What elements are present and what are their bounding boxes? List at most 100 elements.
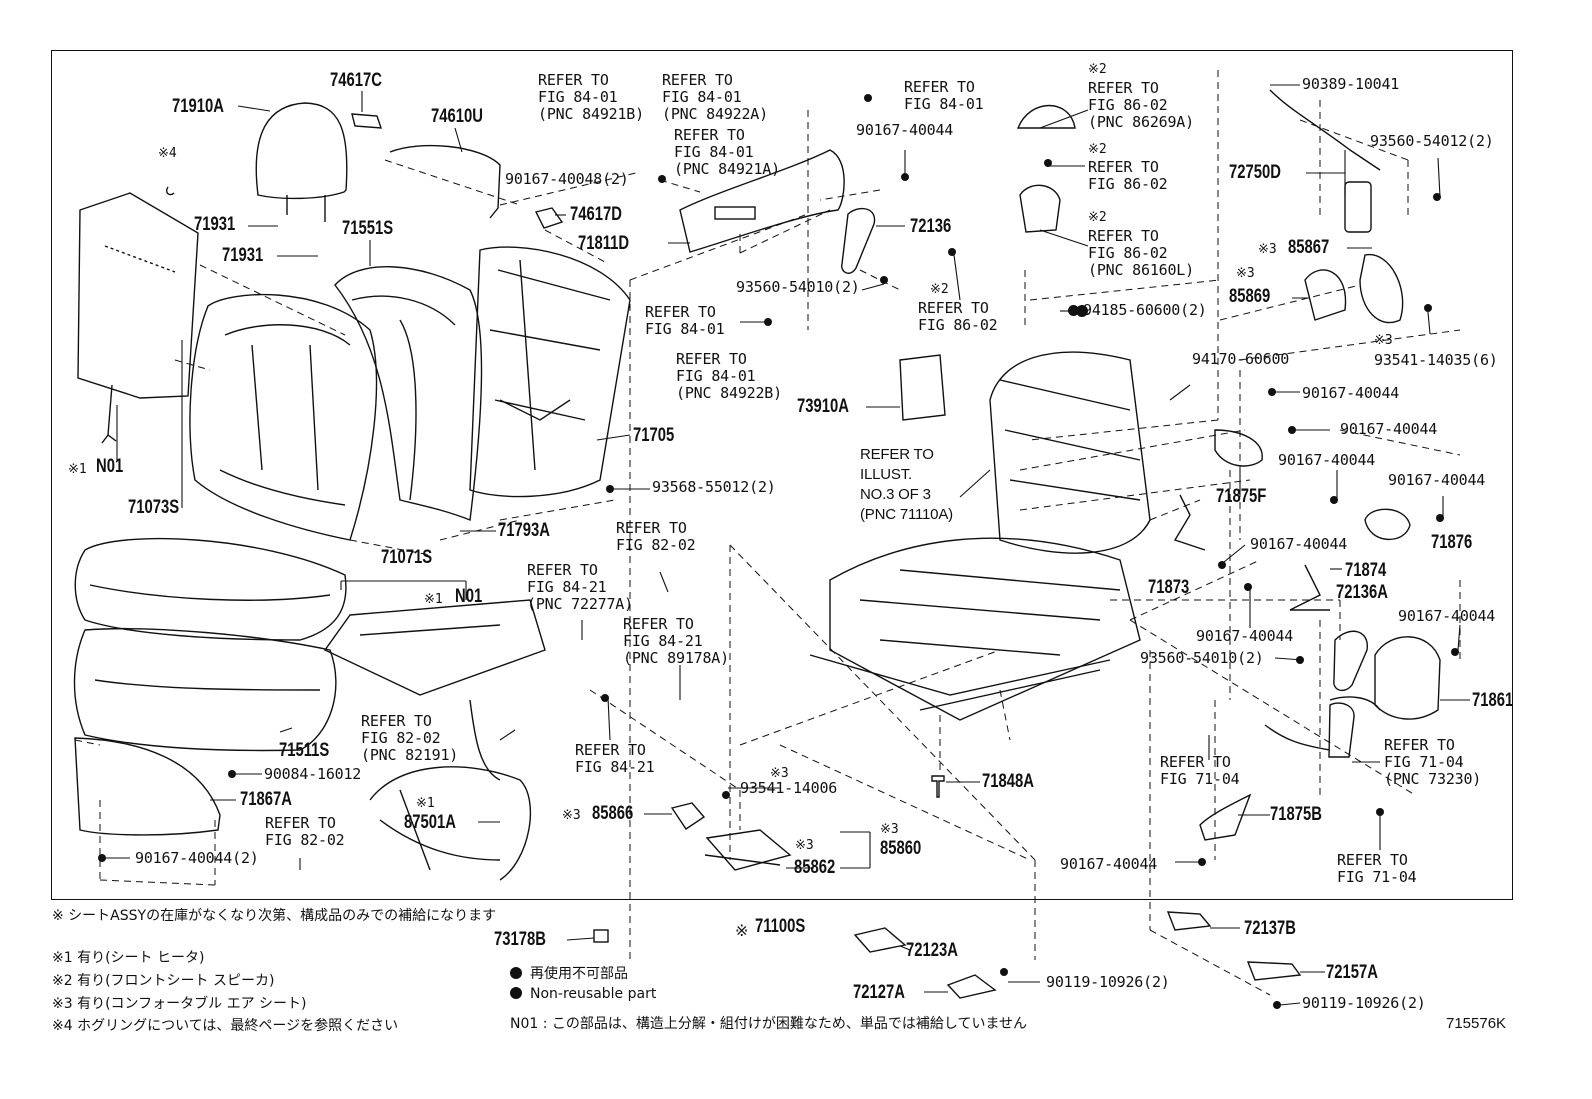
fastener-90119-10926-a: 90119-10926(2) — [1046, 973, 1170, 991]
part-72123A: 72123A — [906, 940, 958, 961]
side-cover-shape — [1329, 636, 1441, 720]
illustration-id: 715576K — [1446, 1015, 1507, 1032]
part-85867: 85867 — [1288, 237, 1330, 258]
fastener-90167-40044-e: 90167-40044 — [1250, 535, 1348, 553]
fastener-90167-40044-c: 90167-40044 — [1278, 451, 1376, 469]
refer-86269A[interactable]: REFER TO FIG 86-02 (PNC 86269A) — [1088, 79, 1194, 131]
part-71793A: 71793A — [498, 520, 550, 541]
refer-84922B[interactable]: REFER TO FIG 84-01 (PNC 84922B) — [676, 350, 782, 402]
back-upper-trim-shape — [679, 149, 845, 253]
refer-86-02-left[interactable]: REFER TO FIG 86-02 — [918, 299, 998, 334]
mark-71100S: ※ — [735, 921, 749, 940]
fastener-90167-40044-b: 90167-40044 — [1340, 420, 1438, 438]
refer-84921A[interactable]: REFER TO FIG 84-01 (PNC 84921A) — [674, 126, 780, 178]
fastener-94185-60600-text: 94185-60600(2) — [1083, 301, 1207, 319]
fastener-90167-40044-top: 90167-40044 — [856, 121, 954, 139]
seatback-pad-shape — [334, 266, 483, 521]
refer-71-04-bottom[interactable]: REFER TO FIG 71-04 — [1337, 851, 1417, 886]
part-71551S: 71551S — [342, 218, 394, 239]
part-85869: 85869 — [1229, 286, 1271, 307]
mark-2-speaker: ※2 — [1088, 62, 1107, 77]
note-heater: ※1 有り(シート ヒータ) — [52, 950, 205, 966]
n01-back: N01 — [96, 456, 124, 477]
part-73910A: 73910A — [797, 396, 849, 417]
part-74610U: 74610U — [431, 106, 483, 127]
seat-frame-shape — [829, 537, 1141, 721]
fastener-94170-60600: 94170-60600 — [1192, 350, 1290, 368]
cushion-cover-shape — [74, 537, 347, 641]
refer-73230[interactable]: REFER TO FIG 71-04 (PNC 73230) — [1384, 736, 1482, 788]
refer-82-02-top[interactable]: REFER TO FIG 82-02 — [616, 519, 696, 554]
refer-84-01-top[interactable]: REFER TO FIG 84-01 — [904, 78, 984, 113]
mark-3-93541: ※3 — [770, 766, 789, 781]
mark-2-86160L: ※2 — [1088, 210, 1107, 225]
fastener-90167-40044-g: 90167-40044 — [1398, 607, 1496, 625]
part-72136: 72136 — [910, 216, 952, 237]
mark-3-85867: ※3 — [1258, 242, 1277, 257]
refer-82-02-bottom[interactable]: REFER TO FIG 82-02 — [265, 814, 345, 849]
note-supply: ※ シートASSYの在庫がなくなり次第、構成品のみでの補給になります — [52, 908, 497, 924]
part-71848A: 71848A — [982, 771, 1034, 792]
mark-3-85862: ※3 — [795, 838, 814, 853]
part-73178B: 73178B — [494, 929, 546, 950]
part-74617C: 74617C — [330, 70, 382, 91]
part-71511S: 71511S — [279, 740, 330, 761]
note-n01: N01 : この部品は、構造上分解・組付けが困難なため、単品では補給していません — [510, 1016, 1028, 1032]
part-71874: 71874 — [1345, 560, 1387, 581]
part-71071S: 71071S — [381, 547, 433, 568]
heater-mat-shape — [323, 599, 546, 696]
seatback-board-shape — [77, 192, 199, 399]
mark-3-93541-14035: ※3 — [1374, 333, 1393, 348]
fastener-93541-14035: 93541-14035(6) — [1374, 351, 1498, 369]
refer-84922A[interactable]: REFER TO FIG 84-01 (PNC 84922A) — [662, 71, 768, 123]
fastener-90389-10041: 90389-10041 — [1302, 75, 1400, 93]
refer-illust-3[interactable]: REFER TO ILLUST. NO.3 OF 3 (PNC 71110A) — [860, 446, 953, 523]
fastener-90167-40044-2: 90167-40044(2) — [135, 849, 259, 867]
fastener-90119-10926-b: 90119-10926(2) — [1302, 994, 1426, 1012]
part-71811D: 71811D — [578, 233, 630, 254]
part-71705: 71705 — [633, 425, 675, 446]
refer-86160L[interactable]: REFER TO FIG 86-02 (PNC 86160L) — [1088, 227, 1194, 279]
part-71875F: 71875F — [1216, 486, 1267, 507]
refer-84-21-bottom[interactable]: REFER TO FIG 84-21 — [575, 741, 655, 776]
mark-3-85869: ※3 — [1236, 266, 1255, 281]
part-85860: 85860 — [880, 838, 922, 859]
part-72136A: 72136A — [1336, 582, 1388, 603]
part-87501A: 87501A — [404, 812, 456, 833]
note-speaker: ※2 有り(フロントシート スピーカ) — [52, 973, 275, 989]
mark-3-85866: ※3 — [562, 808, 581, 823]
legend-nonreusable-en: Non-reusable part — [510, 986, 656, 1002]
mark-4: ※4 — [158, 146, 177, 161]
mark-3-85860: ※3 — [880, 822, 899, 837]
refer-71-04-left[interactable]: REFER TO FIG 71-04 — [1160, 753, 1240, 788]
part-71861: 71861 — [1472, 690, 1514, 711]
cushion-pad-shape — [73, 628, 337, 752]
fastener-94185-60600: 94185-60600(2) — [1068, 302, 1207, 319]
part-72137B: 72137B — [1244, 918, 1296, 939]
seatback-cover-shape — [189, 293, 378, 541]
legend-dot-en — [510, 987, 522, 999]
refer-72277A[interactable]: REFER TO FIG 84-21 (PNC 72277A) — [527, 561, 633, 613]
wire-harness-shape — [369, 699, 532, 881]
refer-84-01-mid[interactable]: REFER TO FIG 84-01 — [645, 303, 725, 338]
refer-86-02-mid[interactable]: REFER TO FIG 86-02 — [1088, 158, 1168, 193]
part-71867A: 71867A — [240, 789, 292, 810]
refer-89178A[interactable]: REFER TO FIG 84-21 (PNC 89178A) — [623, 615, 729, 667]
part-71100S: 71100S — [755, 916, 806, 937]
legend-nonreusable-jp: 再使用不可部品 — [510, 963, 628, 983]
fastener-90167-40044-f: 90167-40044 — [1196, 627, 1294, 645]
part-71931-lower: 71931 — [222, 245, 264, 266]
refer-82191[interactable]: REFER TO FIG 82-02 (PNC 82191) — [361, 712, 459, 764]
note-hog-ring: ※4 ホグリングについては、最終ページを参照ください — [52, 1018, 399, 1034]
fastener-93560-54012: 93560-54012(2) — [1370, 132, 1494, 150]
part-71931-upper: 71931 — [194, 214, 236, 235]
n01-cushion: N01 — [455, 586, 483, 607]
part-72157A: 72157A — [1326, 962, 1378, 983]
note-comfort-air: ※3 有り(コンフォータブル エア シート) — [52, 996, 307, 1012]
refer-84921B[interactable]: REFER TO FIG 84-01 (PNC 84921B) — [538, 71, 644, 123]
fastener-90167-40044-d: 90167-40044 — [1388, 471, 1486, 489]
part-85862: 85862 — [794, 857, 836, 878]
fastener-93568-55012: 93568-55012(2) — [652, 478, 776, 496]
part-72127A: 72127A — [853, 982, 905, 1003]
